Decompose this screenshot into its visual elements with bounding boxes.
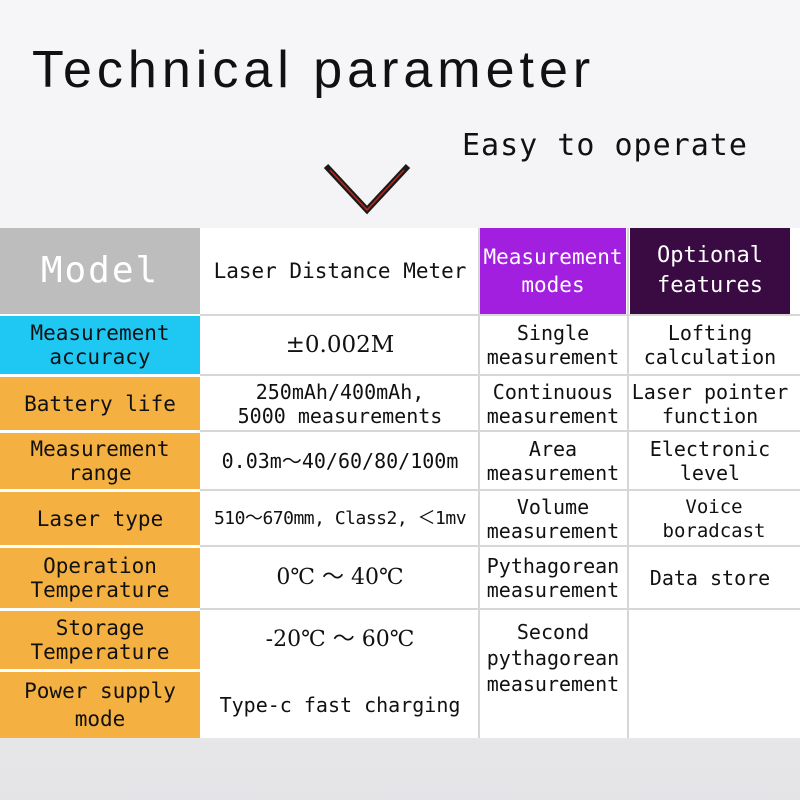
page-subtitle: Easy to operate: [462, 128, 748, 163]
divider: [200, 489, 800, 491]
label-range: Measurement range: [0, 433, 200, 489]
value-power-supply: Type-c fast charging: [202, 672, 478, 738]
value-laser-type: 510～670mm, Class2, ＜1mv: [202, 492, 478, 545]
value-accuracy: ±0.002M: [202, 316, 478, 374]
mode-item: Volume measurement: [480, 492, 626, 545]
mode-item: Area measurement: [480, 433, 626, 489]
chevron-down-icon: [323, 163, 411, 215]
value-battery: 250mAh/400mAh, 5000 measurements: [202, 377, 478, 430]
mode-item: Continuous measurement: [480, 377, 626, 430]
feature-item: Electronic level: [630, 433, 790, 489]
mode-item: Second pythagorean measurement: [480, 611, 626, 705]
label-battery: Battery life: [0, 377, 200, 430]
feature-item: Laser pointer function: [630, 377, 790, 430]
label-power-supply: Power supply mode: [0, 672, 200, 738]
page-title: Technical parameter: [32, 41, 596, 99]
header-features: Optional features: [630, 228, 790, 314]
feature-item: Data store: [630, 548, 790, 608]
label-accuracy: Measurement accuracy: [0, 316, 200, 374]
header-product: Laser Distance Meter: [202, 228, 478, 314]
divider: [200, 374, 800, 376]
divider: [627, 228, 629, 738]
header-modes: Measurement modes: [480, 228, 626, 314]
divider: [200, 545, 800, 547]
label-operation-temp: Operation Temperature: [0, 548, 200, 608]
divider: [200, 430, 800, 432]
divider: [478, 228, 480, 738]
label-storage-temp: Storage Temperature: [0, 611, 200, 669]
value-operation-temp: 0℃ ～ 40℃: [202, 548, 478, 608]
label-laser-type: Laser type: [0, 492, 200, 545]
value-storage-temp: -20℃ ～ 60℃: [202, 611, 478, 669]
mode-item: Single measurement: [480, 316, 626, 374]
divider: [200, 608, 800, 610]
mode-item: Pythagorean measurement: [480, 548, 626, 608]
feature-item: Voice boradcast: [630, 492, 798, 545]
value-range: 0.03m～40/60/80/100m: [202, 433, 478, 489]
feature-item: Lofting calculation: [630, 316, 790, 374]
divider: [200, 314, 800, 316]
header-model: Model: [0, 228, 200, 314]
